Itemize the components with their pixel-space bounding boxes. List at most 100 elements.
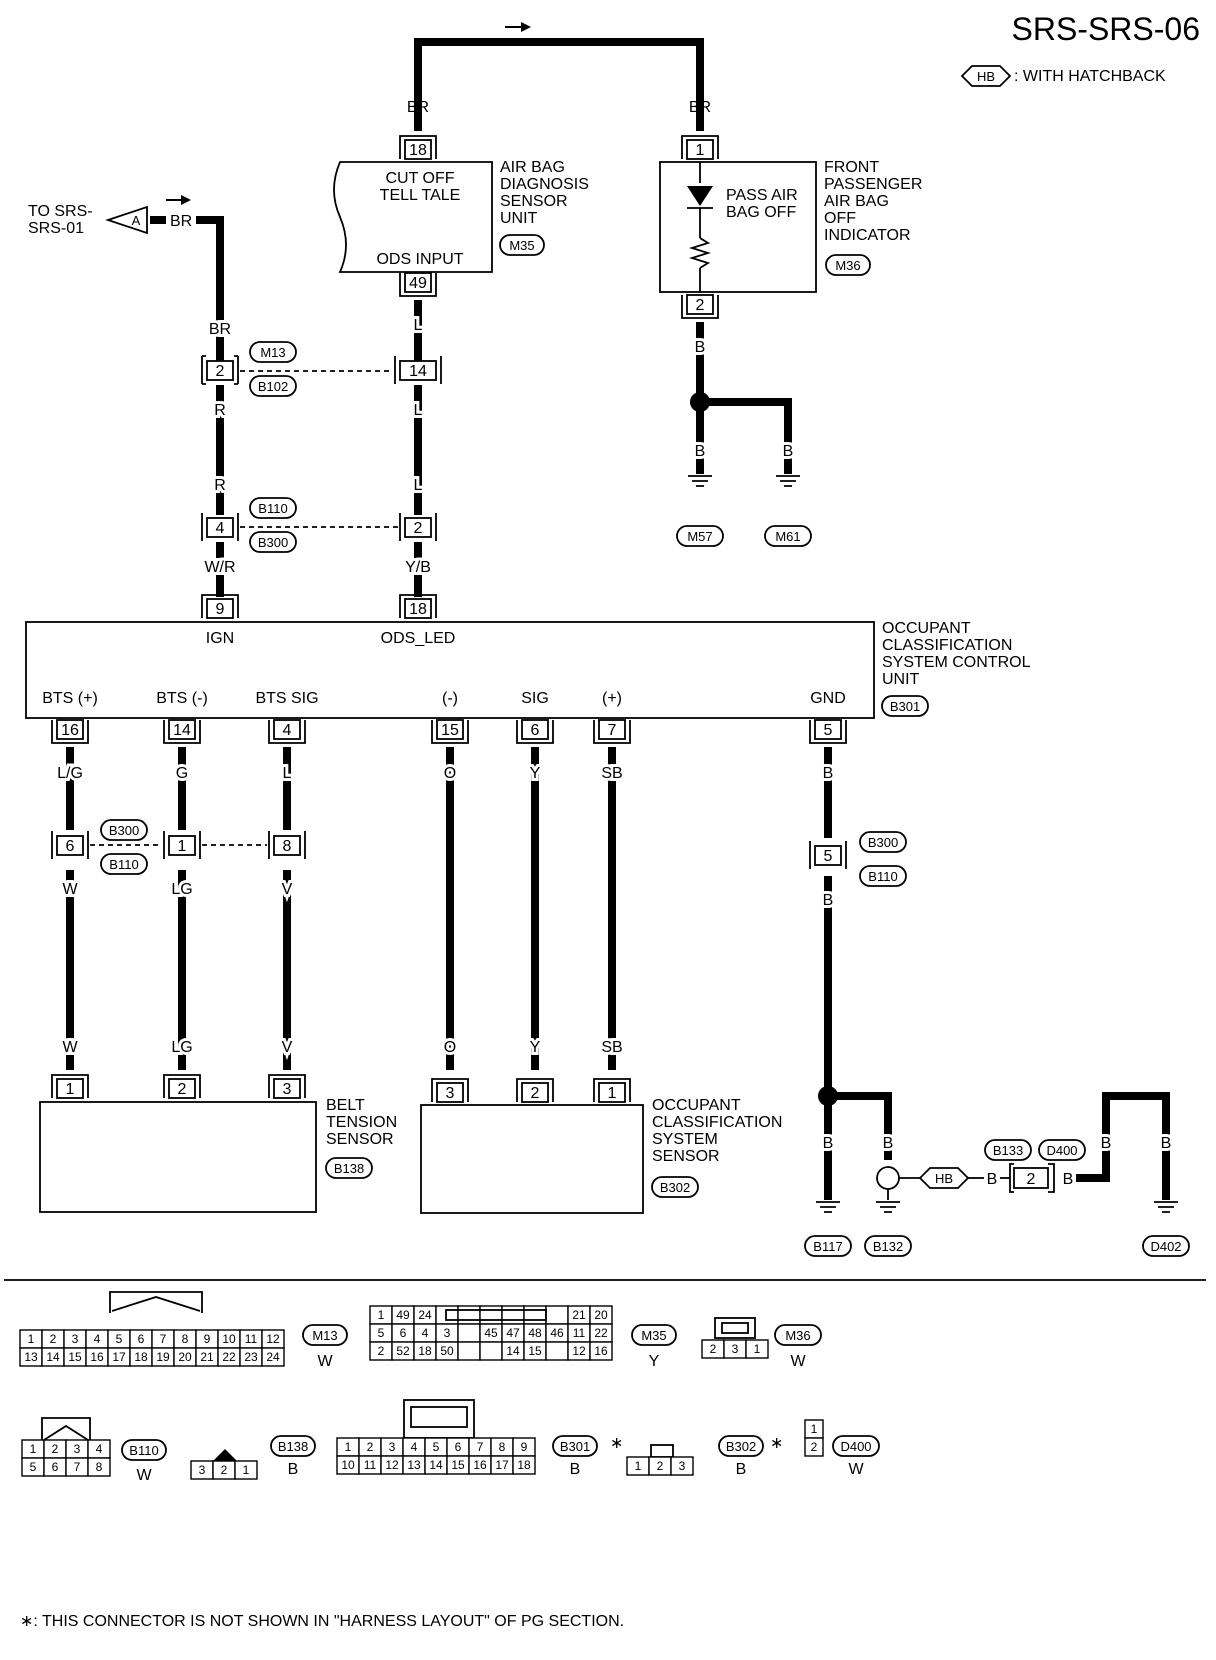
connector-cavity bbox=[804, 1437, 824, 1457]
connector-pin-box bbox=[686, 139, 714, 160]
cavity-number: 12 bbox=[572, 1344, 586, 1358]
belt-tension-sensor: W LG V 1 2 3 BELT TENSION SENSOR B138 bbox=[39, 1036, 397, 1213]
wire-color-label: BR bbox=[170, 213, 192, 230]
cavity-number: 24 bbox=[418, 1308, 432, 1322]
ground-id-badge: M57 bbox=[687, 529, 712, 544]
connector-cavity bbox=[512, 1455, 536, 1475]
component-name: UNIT bbox=[882, 671, 920, 688]
component-name: SENSOR bbox=[326, 1131, 394, 1148]
component-name: SENSOR bbox=[652, 1148, 720, 1165]
connector-pin-box bbox=[404, 272, 432, 293]
occupant-classification-sensor: O Y SB 3 2 1 OCCUPANT CLASSIFICATION SYS… bbox=[420, 1036, 782, 1214]
component-name: OCCUPANT bbox=[652, 1097, 741, 1114]
wire-color-label: V bbox=[282, 881, 293, 898]
cavity-number: 6 bbox=[52, 1460, 59, 1474]
cavity-number: 24 bbox=[266, 1350, 280, 1364]
cavity-number: 17 bbox=[112, 1350, 126, 1364]
connector-color: W bbox=[790, 1353, 806, 1370]
pin-function-label: BTS (-) bbox=[156, 690, 208, 707]
wire-color-label: V bbox=[282, 1039, 293, 1056]
pin-number: 8 bbox=[283, 838, 292, 855]
legend-hb-symbol: HB bbox=[977, 69, 995, 84]
connector-id-badge: M35 bbox=[641, 1328, 666, 1343]
pin-number: 1 bbox=[608, 1085, 617, 1102]
connector-id-badge: B110 bbox=[258, 501, 287, 516]
wire-color-label: W/R bbox=[204, 559, 235, 576]
pin-number: 6 bbox=[531, 722, 540, 739]
connector-id-badge: M13 bbox=[312, 1328, 337, 1343]
connector-latch bbox=[445, 1309, 547, 1321]
connector-cavity bbox=[479, 1305, 503, 1325]
pin-number: 2 bbox=[1027, 1171, 1036, 1188]
wire-color-label: B bbox=[823, 892, 834, 909]
connector-cavity bbox=[670, 1456, 694, 1476]
cavity-number: 2 bbox=[378, 1344, 385, 1358]
connector-cavity bbox=[545, 1305, 569, 1325]
component-name: BELT bbox=[326, 1097, 365, 1114]
pin-function-label: (-) bbox=[442, 690, 458, 707]
cavity-number: 3 bbox=[679, 1459, 686, 1473]
connector-id-badge: B300 bbox=[258, 535, 288, 550]
cavity-number: 50 bbox=[440, 1344, 454, 1358]
offpage-text: TO SRS- bbox=[28, 203, 93, 220]
cavity-number: 52 bbox=[396, 1344, 410, 1358]
cavity-number: 3 bbox=[389, 1440, 396, 1454]
pin-number: 2 bbox=[531, 1085, 540, 1102]
connector-pin-box bbox=[686, 294, 714, 315]
wire-color-label: L bbox=[414, 317, 423, 334]
cavity-number: 7 bbox=[160, 1332, 167, 1346]
connector-id-badge: B138 bbox=[278, 1439, 308, 1454]
cavity-number: 8 bbox=[182, 1332, 189, 1346]
pin-number: 3 bbox=[283, 1081, 292, 1098]
cavity-number: 15 bbox=[528, 1344, 542, 1358]
connector-color: B bbox=[736, 1461, 747, 1478]
splice-point bbox=[818, 1086, 838, 1106]
connector-id-badge: M36 bbox=[835, 258, 860, 273]
cavity-number: 12 bbox=[385, 1458, 399, 1472]
junction-m13-b102: 2 14 M13 B102 bbox=[201, 341, 442, 397]
pin-number: 1 bbox=[178, 838, 187, 855]
cavity-number: 8 bbox=[96, 1460, 103, 1474]
ground-id-badge: M61 bbox=[775, 529, 800, 544]
cavity-number: 1 bbox=[811, 1422, 818, 1436]
pin-number: 14 bbox=[409, 363, 427, 380]
pin-number: 4 bbox=[216, 520, 225, 537]
offpage-connector-to-srs-01: TO SRS- SRS-01 A BR bbox=[28, 195, 224, 365]
lamp-label: PASS AIR bbox=[726, 187, 798, 204]
component-name: SENSOR bbox=[500, 193, 568, 210]
ground-id-badge: B117 bbox=[813, 1239, 842, 1254]
lamp-label: BAG OFF bbox=[726, 204, 796, 221]
connector-cavity bbox=[479, 1341, 503, 1361]
cavity-number: 22 bbox=[222, 1350, 236, 1364]
wire-color-label: R bbox=[214, 402, 226, 419]
cavity-number: 14 bbox=[46, 1350, 60, 1364]
connector-color: B bbox=[570, 1461, 581, 1478]
cavity-number: 5 bbox=[433, 1440, 440, 1454]
top-br-wire: BR BR bbox=[407, 22, 711, 131]
cavity-number: 4 bbox=[422, 1326, 429, 1340]
cavity-number: 16 bbox=[473, 1458, 487, 1472]
connector-color: B bbox=[288, 1461, 299, 1478]
cavity-number: 3 bbox=[72, 1332, 79, 1346]
cavity-number: 21 bbox=[200, 1350, 214, 1364]
pin-function-label: GND bbox=[810, 690, 846, 707]
cavity-number: 2 bbox=[811, 1440, 818, 1454]
connector-cavity bbox=[589, 1341, 613, 1361]
cavity-number: 47 bbox=[506, 1326, 520, 1340]
connector-id-badge: D400 bbox=[1046, 1143, 1077, 1158]
pin-number: 9 bbox=[216, 601, 225, 618]
cavity-number: 11 bbox=[573, 1326, 586, 1340]
not-in-harness-star: ∗ bbox=[610, 1435, 623, 1452]
cavity-number: 11 bbox=[245, 1332, 258, 1346]
connector-color: W bbox=[848, 1461, 864, 1478]
cavity-number: 46 bbox=[550, 1326, 564, 1340]
component-name: OFF bbox=[824, 210, 856, 227]
cavity-number: 2 bbox=[50, 1332, 57, 1346]
component-name: AIR BAG bbox=[500, 159, 565, 176]
hatchback-symbol: HB bbox=[935, 1171, 953, 1186]
connector-cavity bbox=[745, 1339, 769, 1359]
